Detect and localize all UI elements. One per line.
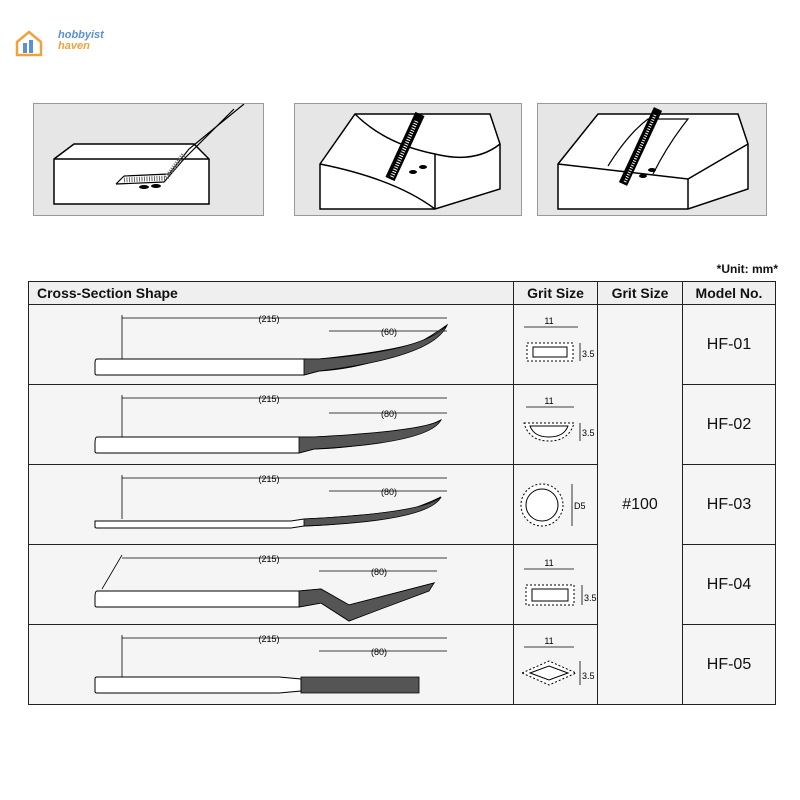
- house-icon: [15, 30, 43, 57]
- header-grit-size-2: Grit Size: [597, 281, 683, 305]
- thickness-label: 3.5: [584, 593, 597, 603]
- file-drawing-hf-02: (215) (80): [28, 384, 514, 465]
- file-drawing-hf-01: (215) (60): [28, 304, 514, 385]
- file-length-label: (80): [381, 409, 397, 419]
- cross-section-hf-04: 11 3.5: [513, 544, 598, 625]
- file-length-label: (80): [381, 487, 397, 497]
- cross-section-hf-05: 11 3.5: [513, 624, 598, 705]
- unit-note: *Unit: mm*: [716, 262, 778, 276]
- diameter-label: D5: [574, 501, 586, 511]
- cross-section-hf-01: 11 3.5: [513, 304, 598, 385]
- grit-value: #100: [597, 304, 683, 705]
- logo-text-hobbyist: hobbyist: [58, 29, 104, 41]
- table-row: (215) (60) 11 3.5 #100 HF-01: [28, 304, 776, 705]
- width-label: 11: [544, 558, 553, 568]
- table-row: (215) (80) 11 3.5 HF-04: [28, 544, 776, 625]
- brand-logo: hobbyist haven: [14, 26, 124, 60]
- thickness-label: 3.5: [582, 349, 595, 359]
- model-number: HF-02: [682, 384, 776, 465]
- width-label: 11: [544, 636, 553, 646]
- file-drawing-hf-05: (215) (80): [28, 624, 514, 705]
- groove-surface-illustration: [537, 103, 767, 216]
- length-label: (215): [258, 634, 279, 644]
- table-header-row: Cross-Section Shape Grit Size Grit Size …: [28, 281, 776, 305]
- table-row: (215) (80) D5 HF-03: [28, 464, 776, 545]
- thickness-label: 3.5: [582, 428, 595, 438]
- spec-table: Cross-Section Shape Grit Size Grit Size …: [28, 281, 776, 705]
- header-cross-section: Cross-Section Shape: [28, 281, 514, 305]
- file-length-label: (80): [371, 567, 387, 577]
- model-number: HF-01: [682, 304, 776, 385]
- width-label: 11: [544, 396, 553, 406]
- table-row: (215) (80) 11 3.5 HF-02: [28, 384, 776, 465]
- length-label: (215): [258, 314, 279, 324]
- cross-section-hf-03: D5: [513, 464, 598, 545]
- file-drawing-hf-03: (215) (80): [28, 464, 514, 545]
- header-grit-size-1: Grit Size: [513, 281, 598, 305]
- model-number: HF-03: [682, 464, 776, 545]
- header-model-no: Model No.: [682, 281, 776, 305]
- thickness-label: 3.5: [582, 671, 595, 681]
- length-label: (215): [258, 394, 279, 404]
- file-length-label: (60): [381, 327, 397, 337]
- model-number: HF-05: [682, 624, 776, 705]
- file-drawing-hf-04: (215) (80): [28, 544, 514, 625]
- file-length-label: (80): [371, 647, 387, 657]
- logo-text-haven: haven: [58, 40, 90, 52]
- flat-surface-illustration: [33, 103, 264, 216]
- model-number: HF-04: [682, 544, 776, 625]
- length-label: (215): [258, 554, 279, 564]
- cross-section-hf-02: 11 3.5: [513, 384, 598, 465]
- width-label: 11: [544, 316, 553, 326]
- table-row: (215) (80) 11 3.5 HF-05: [28, 624, 776, 705]
- length-label: (215): [258, 474, 279, 484]
- concave-surface-illustration: [294, 103, 522, 216]
